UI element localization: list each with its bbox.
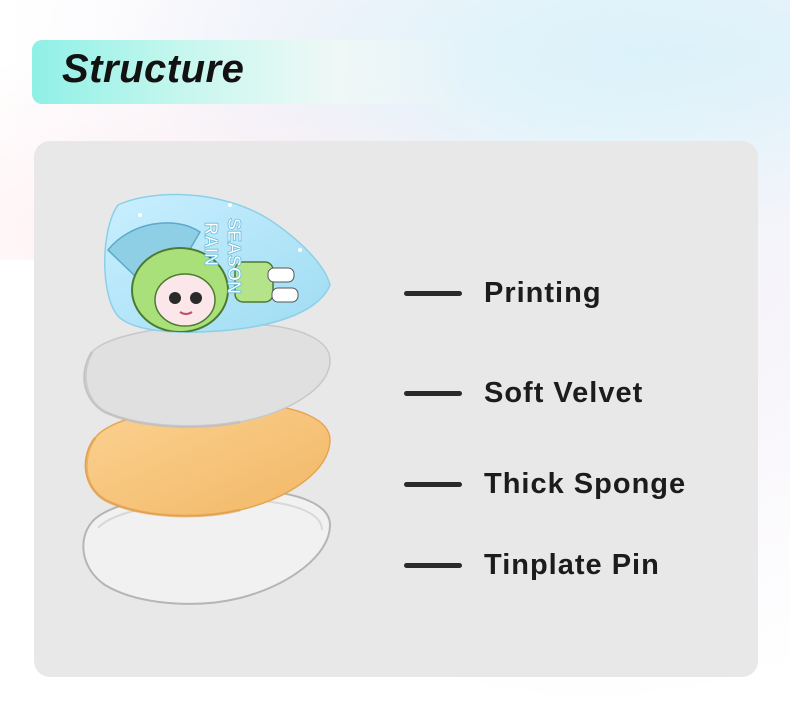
dash-marker <box>404 562 462 568</box>
layer-label-row-sponge: Thick Sponge <box>404 464 686 504</box>
layer-label-row-tinplate: Tinplate Pin <box>404 545 660 585</box>
dash-marker <box>404 481 462 487</box>
dash-marker <box>404 290 462 296</box>
layer-label-tinplate: Tinplate Pin <box>484 548 660 581</box>
page-title: Structure <box>62 47 245 91</box>
printed-artwork-layer-icon: RAIN SEASON <box>104 193 331 333</box>
artwork-text-line2: SEASON <box>224 218 244 294</box>
layer-label-row-velvet: Soft Velvet <box>404 373 643 413</box>
layer-label-printing: Printing <box>484 276 602 309</box>
title-bar: Structure <box>32 40 462 104</box>
layer-label-row-printing: Printing <box>404 273 602 313</box>
layer-label-velvet: Soft Velvet <box>484 376 644 409</box>
artwork-text-line1: RAIN <box>201 222 221 266</box>
layer-label-sponge: Thick Sponge <box>484 467 687 500</box>
dash-marker <box>404 390 462 396</box>
